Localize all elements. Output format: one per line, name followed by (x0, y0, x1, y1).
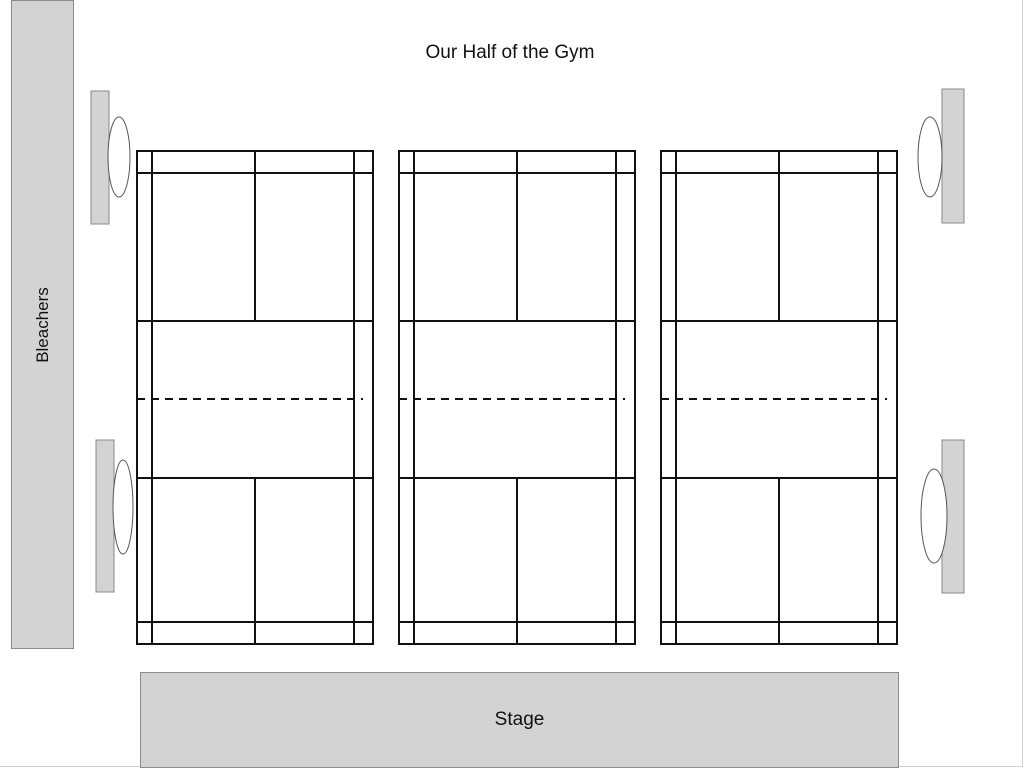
post-stand-rect (90, 90, 110, 225)
badminton-court (136, 150, 374, 645)
stage-label: Stage (494, 709, 545, 730)
courts-layer (136, 150, 898, 645)
post-base-ellipse (107, 116, 131, 198)
post-stand-rect (95, 439, 115, 593)
left-net-post-top (90, 90, 131, 225)
right-net-post-bottom (920, 439, 965, 594)
post-stand-rect (941, 88, 965, 224)
post-base-ellipse (112, 459, 134, 555)
left-net-post-bottom (95, 439, 134, 593)
diagram-title: Our Half of the Gym (425, 42, 595, 63)
badminton-court (660, 150, 898, 645)
post-base-ellipse (917, 116, 943, 198)
right-net-post-top (917, 88, 965, 224)
post-base-ellipse (920, 468, 948, 564)
stage-block: Stage (140, 672, 899, 768)
badminton-court (398, 150, 636, 645)
bleachers-block: Bleachers (11, 0, 74, 649)
